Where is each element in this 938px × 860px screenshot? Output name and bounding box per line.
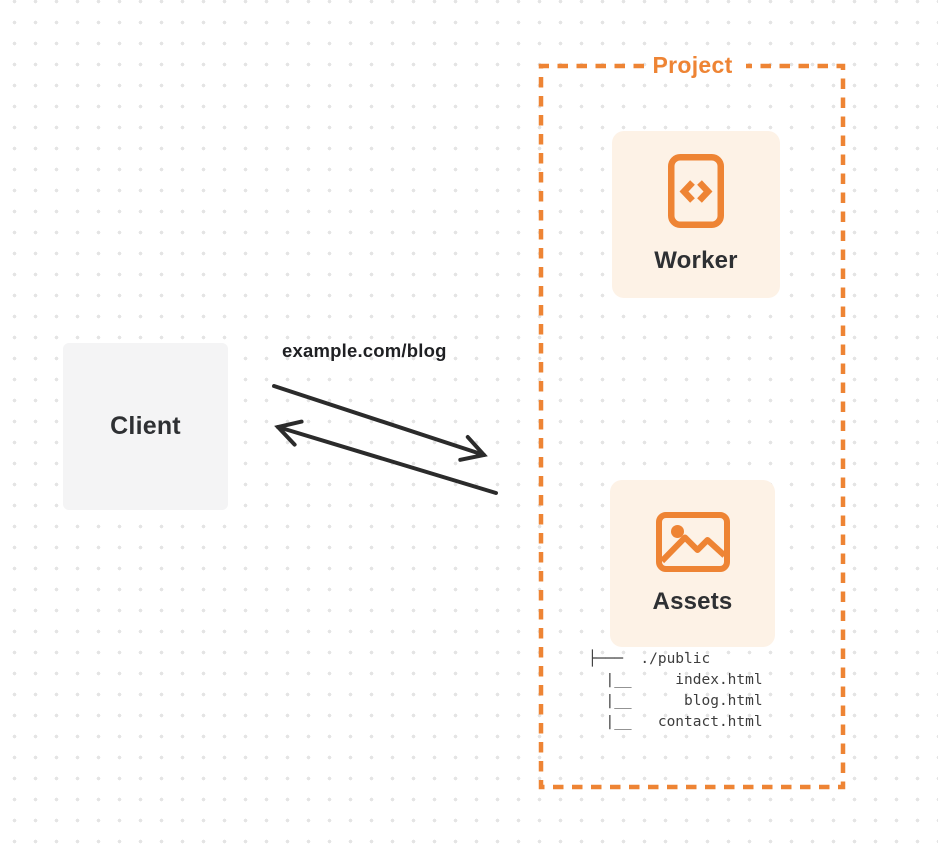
response-arrow — [274, 419, 498, 495]
assets-node: Assets — [610, 480, 775, 647]
client-label: Client — [110, 412, 181, 440]
file-tree-item: |__ contact.html — [588, 714, 763, 730]
project-label: Project — [652, 52, 733, 78]
request-url-label: example.com/blog — [282, 340, 447, 361]
image-icon — [655, 511, 730, 572]
worker-node: Worker — [612, 131, 780, 298]
file-tree-root: ├─── ./public — [588, 651, 711, 667]
file-tree: ├─── ./public |__ index.html |__ blog.ht… — [588, 649, 763, 733]
assets-label: Assets — [652, 587, 733, 615]
client-node: Client — [63, 343, 228, 510]
file-tree-item: |__ index.html — [588, 672, 763, 688]
worker-label: Worker — [654, 247, 738, 274]
file-tree-item: |__ blog.html — [588, 693, 763, 709]
request-arrow — [272, 384, 488, 462]
code-icon — [668, 154, 724, 228]
